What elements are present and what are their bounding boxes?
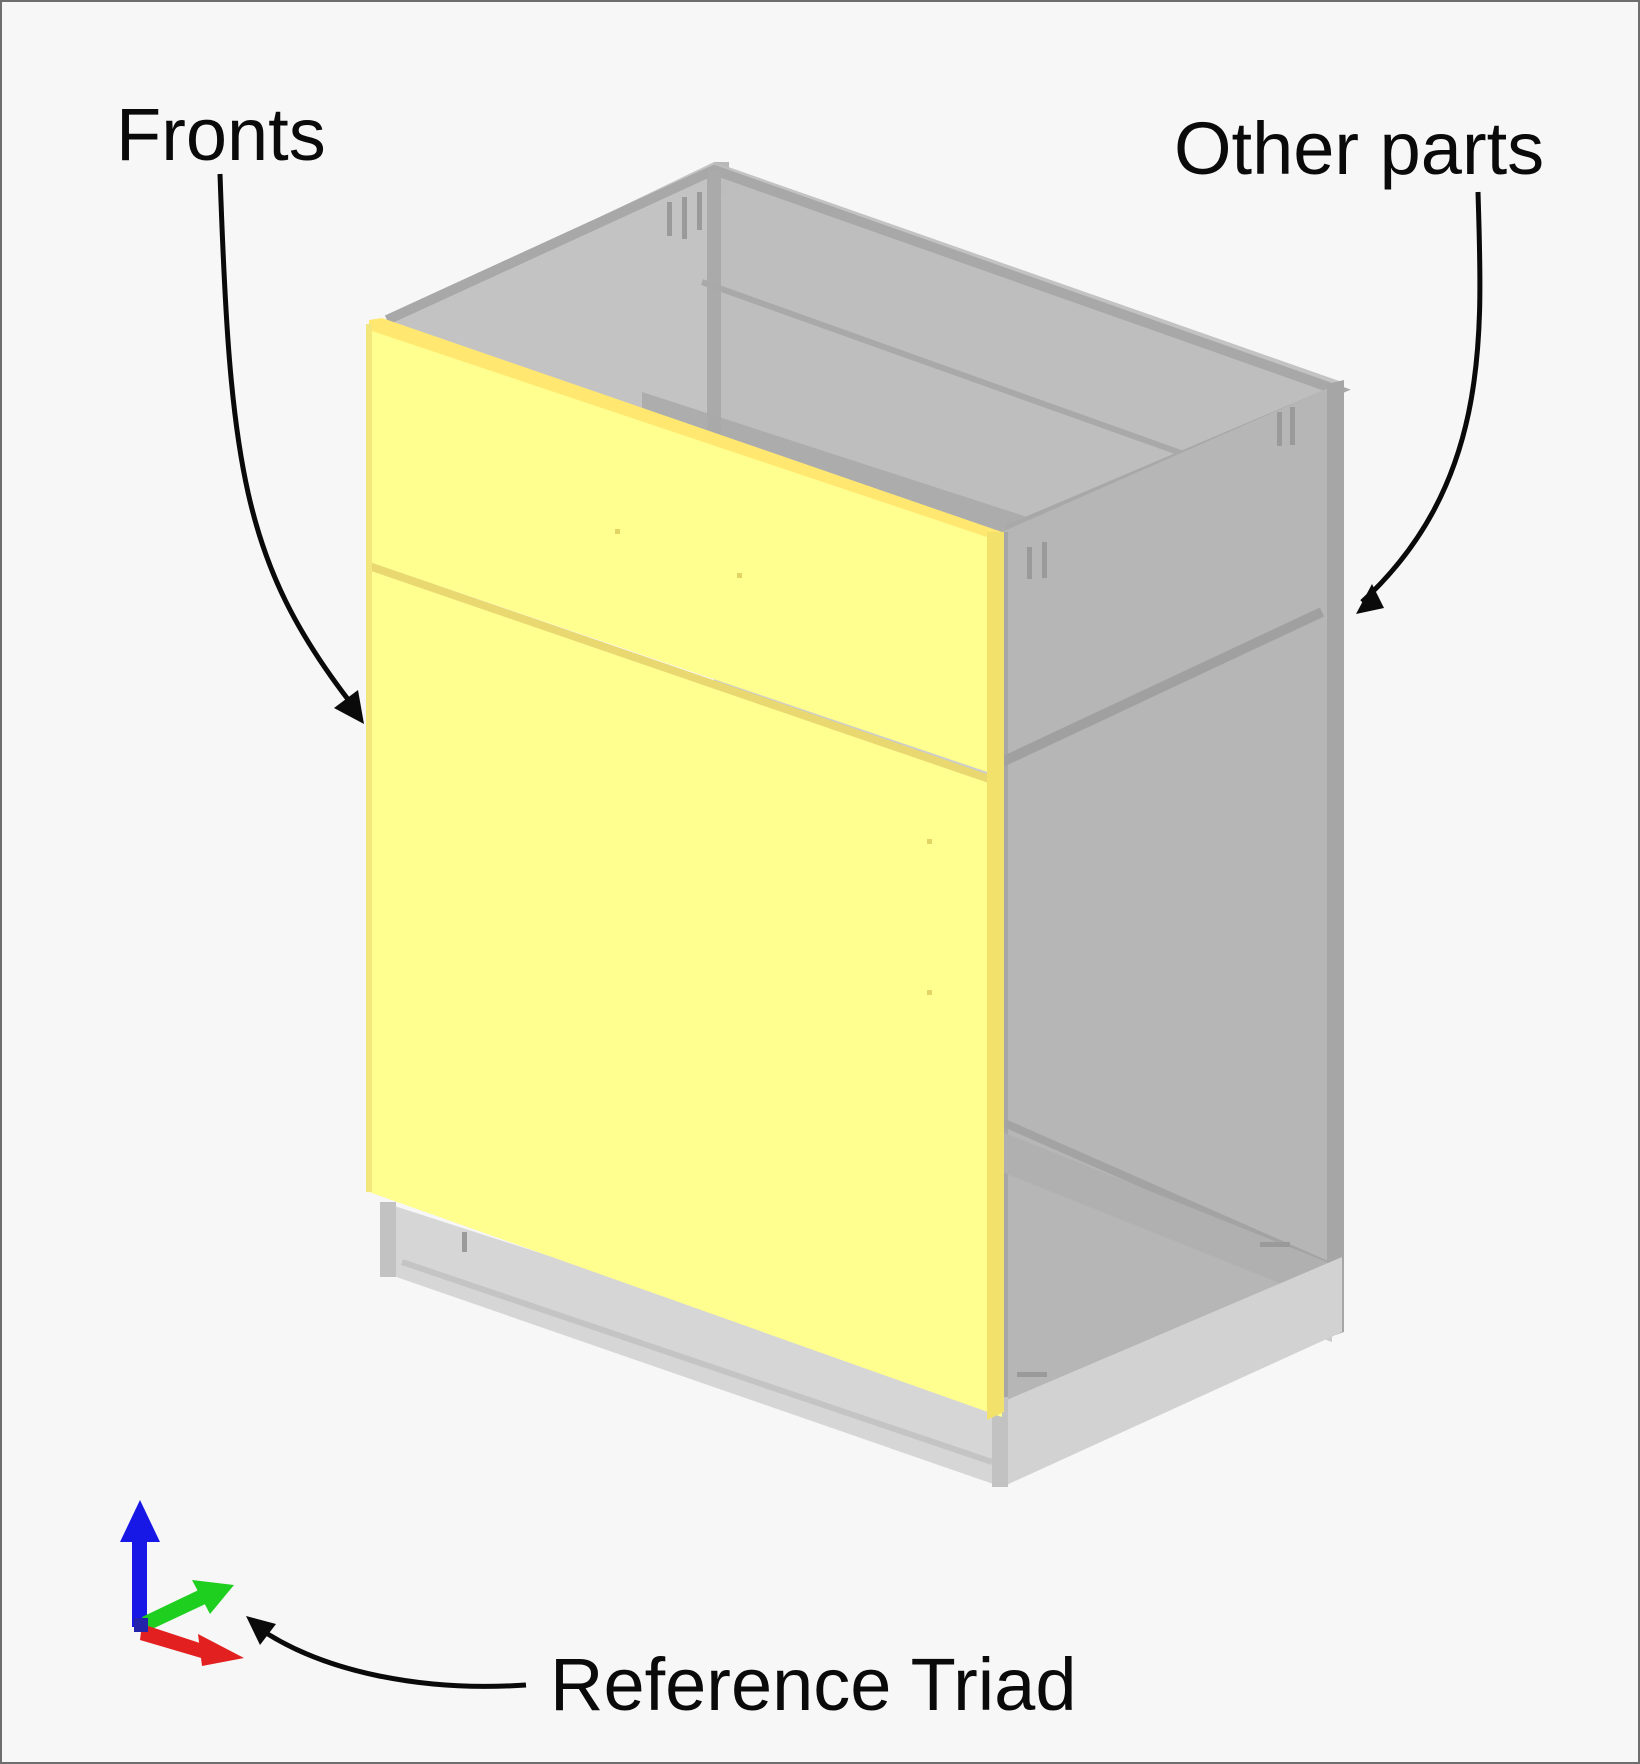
cabinet-plinth-side <box>1002 1257 1342 1487</box>
fronts-arrowhead <box>334 690 364 724</box>
reference-triad-icon <box>120 1500 244 1666</box>
other-parts-label: Other parts <box>1174 107 1545 190</box>
cabinet-bottom-panel <box>1002 1132 1327 1302</box>
other-parts-arrow <box>1360 191 1483 604</box>
cabinet-hardware <box>462 192 1295 1377</box>
front-top-edge <box>369 318 1002 542</box>
cabinet-right-side <box>1002 382 1342 1482</box>
reference-triad-label: Reference Triad <box>550 1643 1077 1726</box>
fronts-arrow <box>217 173 352 704</box>
drawer-front-bottom <box>369 570 1002 1417</box>
fronts-label: Fronts <box>116 93 326 176</box>
cabinet-top-panel <box>382 162 1342 532</box>
other-parts-arrowhead <box>1356 584 1384 614</box>
triad-arrow <box>255 1624 527 1689</box>
drawer-front-top <box>369 324 1002 777</box>
fronts-group <box>366 318 1004 1420</box>
triad-arrowhead <box>246 1616 276 1645</box>
cabinet-right-edge <box>1327 380 1344 1338</box>
front-right-edge <box>987 532 1004 1420</box>
